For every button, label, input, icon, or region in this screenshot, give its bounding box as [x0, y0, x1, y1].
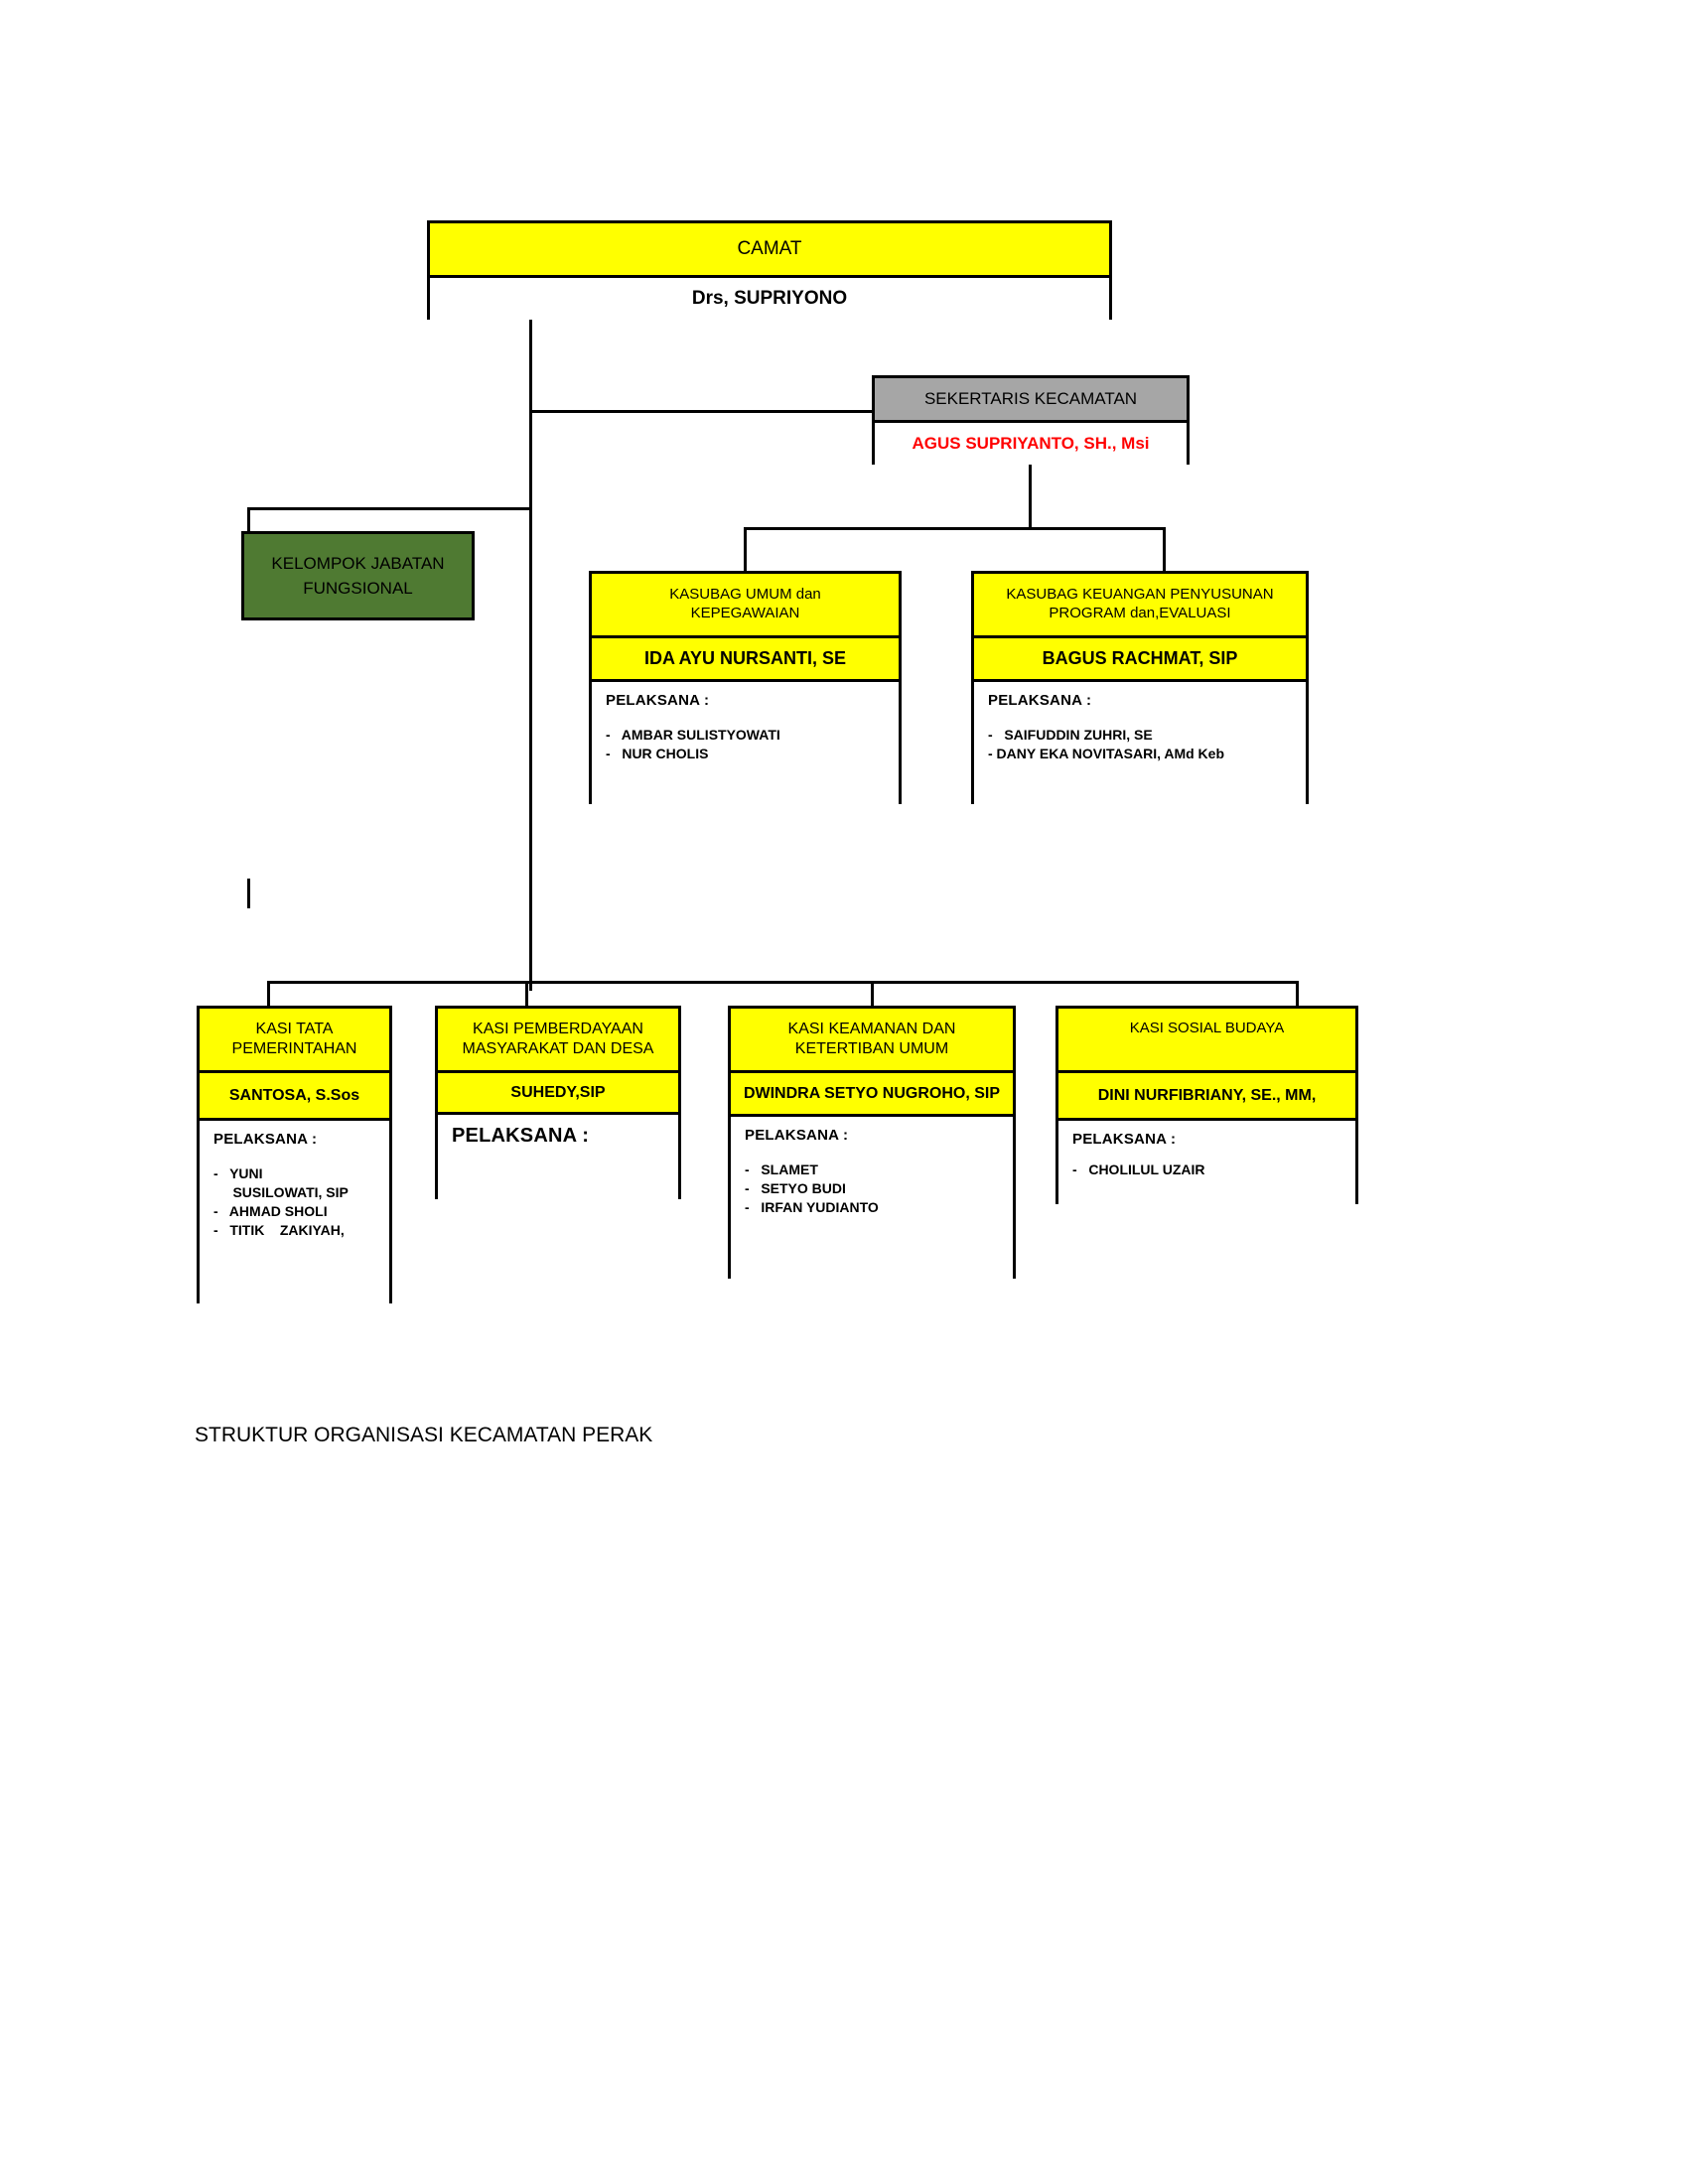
node-kelompok-jabatan-fungsional[interactable]: KELOMPOK JABATAN FUNGSIONAL [241, 531, 475, 620]
node-kasi-pmd-pelaksana-label: PELAKSANA : [452, 1125, 590, 1147]
node-kasi-sosbud-body: PELAKSANA : - CHOLILUL UZAIR [1058, 1118, 1355, 1220]
node-kasi-sosial-budaya[interactable]: KASI SOSIAL BUDAYA DINI NURFIBRIANY, SE.… [1055, 1006, 1358, 1220]
node-kasubag-umum-kepegawaian[interactable]: KASUBAG UMUM dan KEPEGAWAIAN IDA AYU NUR… [589, 571, 902, 817]
node-kasi-tata-pelaksana-label: PELAKSANA : [213, 1131, 318, 1148]
connector-kasi-bus [267, 981, 1299, 984]
node-kasi-tata-pemerintahan[interactable]: KASI TATA PEMERINTAHAN SANTOSA, S.Sos PE… [197, 1006, 392, 1319]
node-kasi-sosbud-title: KASI SOSIAL BUDAYA [1058, 1009, 1355, 1070]
node-kasi-trantib-title-line1: KASI KEAMANAN DAN [787, 1021, 956, 1037]
node-kasi-tata-title: KASI TATA PEMERINTAHAN [200, 1009, 389, 1070]
pelaksana-item: - TITIK ZAKIYAH, [213, 1222, 345, 1238]
pelaksana-item: - IRFAN YUDIANTO [745, 1199, 879, 1215]
node-camat-name: Drs, SUPRIYONO [430, 275, 1109, 320]
node-kasi-tata-title-line2: PEMERINTAHAN [231, 1040, 357, 1057]
node-kasi-trantib-body: PELAKSANA : - SLAMET - SETYO BUDI - IRFAN … [731, 1114, 1013, 1295]
node-kasubag-keuangan-title-line2: PROGRAM dan,EVALUASI [1049, 605, 1231, 621]
node-kasi-pmd-title: KASI PEMBERDAYAAN MASYARAKAT DAN DESA [438, 1009, 678, 1070]
chart-caption: STRUKTUR ORGANISASI KECAMATAN PERAK [195, 1424, 653, 1446]
node-kasubag-umum-title-line2: KEPEGAWAIAN [690, 605, 800, 621]
node-kasubag-keuangan-pelaksana-list: - SAIFUDDIN ZUHRI, SE - DANY EKA NOVITASA… [988, 727, 1292, 761]
connector-kasi-pmd-drop [525, 981, 528, 1009]
node-kasi-keamanan-ketertiban-umum[interactable]: KASI KEAMANAN DAN KETERTIBAN UMUM DWINDR… [728, 1006, 1016, 1295]
node-kasi-trantib-name: DWINDRA SETYO NUGROHO, SIP [731, 1070, 1013, 1114]
pelaksana-item: - CHOLILUL UZAIR [1072, 1161, 1205, 1177]
connector-to-sekertaris [529, 410, 875, 413]
stray-tick-mark [247, 879, 250, 908]
pelaksana-item: - SETYO BUDI [745, 1180, 846, 1196]
connector-kasubag-keuangan-drop [1163, 527, 1166, 574]
node-sekertaris-kecamatan[interactable]: SEKERTARIS KECAMATAN AGUS SUPRIYANTO, SH… [872, 375, 1190, 465]
node-sekertaris-name: AGUS SUPRIYANTO, SH., Msi [875, 420, 1187, 465]
node-camat[interactable]: CAMAT Drs, SUPRIYONO [427, 220, 1112, 320]
connector-kasi-sosbud-drop [1296, 981, 1299, 1009]
node-kasi-pmd-name: SUHEDY,SIP [438, 1070, 678, 1112]
node-kasubag-keuangan-title: KASUBAG KEUANGAN PENYUSUNAN PROGRAM dan,… [974, 574, 1306, 635]
node-kasi-trantib-pelaksana-list: - SLAMET - SETYO BUDI - IRFAN YUDIANTO [745, 1161, 999, 1215]
node-fungsional-title-line2: FUNGSIONAL [303, 579, 413, 598]
pelaksana-item: SUSILOWATI, SIP [213, 1184, 349, 1200]
node-fungsional-title: KELOMPOK JABATAN FUNGSIONAL [244, 534, 472, 617]
node-kasubag-keuangan-penyusunan-program-evaluasi[interactable]: KASUBAG KEUANGAN PENYUSUNAN PROGRAM dan,… [971, 571, 1309, 817]
node-kasubag-umum-pelaksana-label: PELAKSANA : [606, 692, 710, 709]
pelaksana-item: - SLAMET [745, 1161, 818, 1177]
node-kasubag-umum-title-line1: KASUBAG UMUM dan [669, 586, 821, 604]
connector-kasi-tata-drop [267, 981, 270, 1009]
node-kasi-pmd-body: PELAKSANA : [438, 1112, 678, 1215]
pelaksana-item: - AMBAR SULISTYOWATI [606, 727, 780, 743]
pelaksana-item: - YUNI [213, 1165, 263, 1181]
node-kasubag-umum-name: IDA AYU NURSANTI, SE [592, 635, 899, 679]
node-fungsional-title-line1: KELOMPOK JABATAN [271, 553, 445, 573]
node-kasi-pemberdayaan-masyarakat-desa[interactable]: KASI PEMBERDAYAAN MASYARAKAT DAN DESA SU… [435, 1006, 681, 1215]
node-kasi-tata-body: PELAKSANA : - YUNI SUSILOWATI, SIP - AHMA… [200, 1118, 389, 1319]
node-kasi-tata-title-line1: KASI TATA [255, 1021, 334, 1037]
node-kasubag-keuangan-body: PELAKSANA : - SAIFUDDIN ZUHRI, SE - DANY … [974, 679, 1306, 817]
connector-kasi-trantib-drop [871, 981, 874, 1009]
node-camat-title: CAMAT [430, 223, 1109, 275]
node-kasi-pmd-title-line1: KASI PEMBERDAYAAN [473, 1021, 643, 1037]
node-kasubag-umum-title: KASUBAG UMUM dan KEPEGAWAIAN [592, 574, 899, 635]
node-kasi-trantib-title: KASI KEAMANAN DAN KETERTIBAN UMUM [731, 1009, 1013, 1070]
node-kasubag-umum-pelaksana-list: - AMBAR SULISTYOWATI - NUR CHOLIS [606, 727, 885, 761]
node-kasi-sosbud-name: DINI NURFIBRIANY, SE., MM, [1058, 1070, 1355, 1118]
node-kasi-sosbud-pelaksana-list: - CHOLILUL UZAIR [1072, 1161, 1341, 1177]
node-kasubag-keuangan-name: BAGUS RACHMAT, SIP [974, 635, 1306, 679]
node-kasubag-umum-body: PELAKSANA : - AMBAR SULISTYOWATI - NUR CH… [592, 679, 899, 817]
pelaksana-item: - SAIFUDDIN ZUHRI, SE [988, 727, 1153, 743]
node-kasi-trantib-title-line2: KETERTIBAN UMUM [794, 1040, 949, 1057]
node-kasi-tata-pelaksana-list: - YUNI SUSILOWATI, SIP - AHMAD SHOLI - TIT… [213, 1165, 375, 1238]
node-kasubag-keuangan-title-line1: KASUBAG KEUANGAN PENYUSUNAN [1006, 586, 1274, 604]
connector-kasubag-bus [744, 527, 1166, 530]
node-sekertaris-title: SEKERTARIS KECAMATAN [875, 378, 1187, 420]
pelaksana-item: - DANY EKA NOVITASARI, AMd Keb [988, 746, 1225, 761]
connector-fungsional-drop [247, 507, 250, 534]
node-kasi-sosbud-pelaksana-label: PELAKSANA : [1072, 1131, 1177, 1148]
pelaksana-item: - AHMAD SHOLI [213, 1203, 328, 1219]
node-kasi-tata-name: SANTOSA, S.Sos [200, 1070, 389, 1118]
node-kasi-pmd-title-line2: MASYARAKAT DAN DESA [462, 1040, 654, 1057]
connector-sekertaris-drop [1029, 465, 1032, 528]
connector-camat-trunk [529, 320, 532, 991]
node-kasubag-keuangan-pelaksana-label: PELAKSANA : [988, 692, 1092, 709]
node-kasi-trantib-pelaksana-label: PELAKSANA : [745, 1127, 849, 1144]
pelaksana-item: - NUR CHOLIS [606, 746, 709, 761]
connector-kasubag-umum-drop [744, 527, 747, 574]
connector-to-fungsional [247, 507, 532, 510]
